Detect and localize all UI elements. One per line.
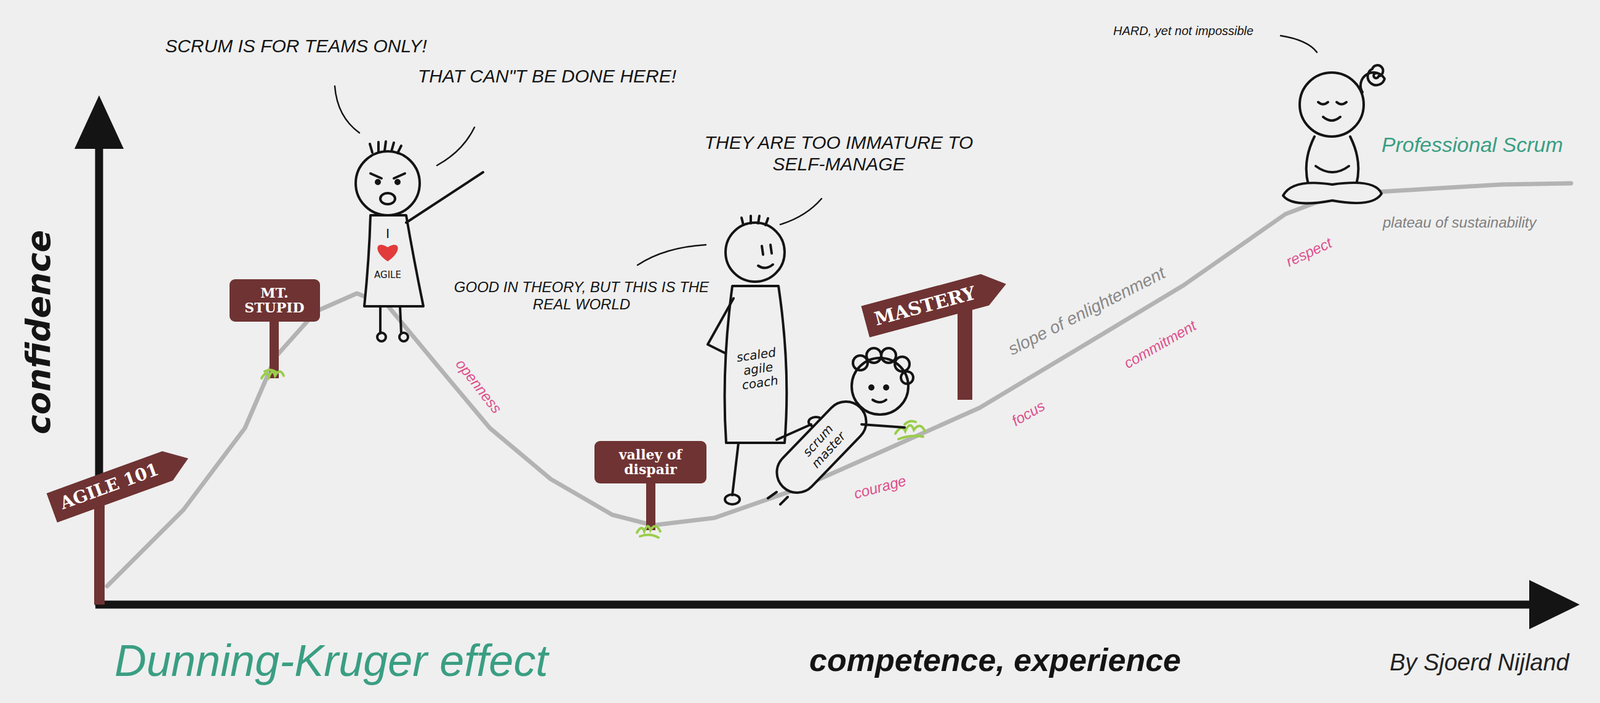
signpost-sign: MT. STUPID [229, 279, 320, 322]
scrum-master-figure [768, 348, 914, 505]
value-label: openness [452, 355, 506, 417]
sign-text: MT. STUPID [239, 285, 311, 316]
axis-label: confidence [19, 230, 58, 435]
sign-text-holder: valley of dispair [604, 447, 697, 477]
shirt-text: I [385, 225, 390, 242]
sign-post [957, 304, 973, 400]
shirt-text: AGILE [374, 270, 402, 281]
speech-text: SCRUM IS FOR TEAMS ONLY! [164, 35, 428, 58]
value-label: focus [1008, 397, 1048, 431]
sign-fill [860, 268, 1011, 338]
axis-label: competence, experience [809, 642, 1181, 680]
speech-text: GOOD IN THEORY, BUT THIS IS THE REAL WOR… [452, 278, 711, 313]
signpost-sign: valley of dispair [594, 441, 707, 484]
x-axis-head [1529, 580, 1580, 630]
heart [377, 244, 398, 262]
y-axis-head [74, 95, 124, 149]
confidence-curve [107, 183, 1572, 587]
grass [261, 369, 925, 538]
sign-post [646, 480, 656, 531]
signpost-arrow: AGILE 101 [46, 443, 194, 524]
sign-fill [46, 443, 194, 524]
author-credit: By Sjoerd Nijland [1389, 649, 1569, 677]
sign-text-holder: MT. STUPID [239, 285, 311, 316]
shirt-text: scrum master [793, 414, 853, 476]
sign-fill [594, 441, 707, 484]
signpost-arrow: MASTERY [860, 268, 1011, 338]
sign-text: valley of dispair [604, 447, 697, 477]
speech-text: THEY ARE TOO IMMATURE TO SELF-MANAGE [694, 132, 984, 175]
shirt-text: scaled agile coach [732, 345, 785, 394]
speech-leader [334, 35, 1317, 266]
diagram-title: Dunning-Kruger effect [114, 635, 548, 687]
value-label: respect [1283, 234, 1335, 271]
value-label: courage [852, 472, 909, 503]
stage-label: Professional Scrum [1381, 132, 1564, 157]
angry-figure [355, 141, 484, 342]
sign-fill [229, 279, 320, 322]
stage-label: plateau of sustainability [1382, 214, 1537, 232]
speech-text: HARD, yet not impossible [1113, 24, 1254, 39]
x-axis [95, 601, 1539, 610]
value-label: commitment [1121, 316, 1200, 372]
speech-text: THAT CAN"T BE DONE HERE! [417, 65, 677, 88]
meditating-figure [1283, 65, 1385, 204]
